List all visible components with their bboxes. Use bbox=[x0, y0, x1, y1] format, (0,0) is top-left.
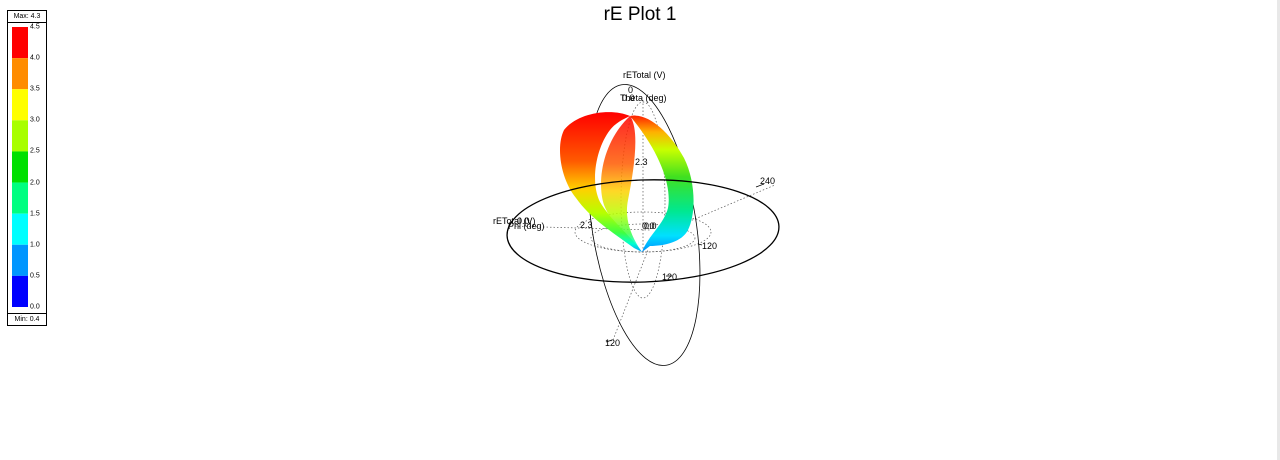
legend-min-label: Min: 0.4 bbox=[8, 313, 46, 325]
pattern-lobe-left bbox=[560, 112, 642, 252]
radial-tick-vertical: 2.3 bbox=[635, 157, 648, 167]
axis-ticks bbox=[605, 183, 765, 343]
legend-tick-label: 4.0 bbox=[30, 54, 40, 62]
center-label-2: 0.0 bbox=[644, 221, 657, 231]
legend-tick-label: 2.0 bbox=[30, 179, 40, 187]
center-label-1: 0.0 bbox=[642, 221, 655, 231]
legend-color-swatch bbox=[12, 120, 28, 152]
theta-overlap-label: 0.0 bbox=[622, 93, 635, 103]
legend-tick-label: 3.0 bbox=[30, 116, 40, 124]
legend-tick-label: 4.5 bbox=[30, 23, 40, 31]
legend-color-swatch bbox=[12, 27, 28, 59]
chart-title: rE Plot 1 bbox=[603, 4, 677, 25]
legend-tick-label: 1.0 bbox=[30, 241, 40, 249]
theta-axis-label: Theta (deg) bbox=[620, 93, 667, 103]
theta-circle bbox=[587, 84, 701, 366]
legend-color-swatch bbox=[12, 58, 28, 90]
legend-tick-label: 1.5 bbox=[30, 210, 40, 218]
legend-color-swatch bbox=[12, 182, 28, 214]
theta-tick-120-bottom: 120 bbox=[605, 338, 620, 348]
legend-tick-label: 0.5 bbox=[30, 272, 40, 280]
phi-tick-120-front: 120 bbox=[662, 272, 677, 282]
legend-ticks: 4.5 4.0 3.5 3.0 2.5 2.0 1.5 1.0 0.5 0.0 bbox=[30, 23, 46, 311]
phi-axis-label: Phi (deg) bbox=[508, 221, 545, 231]
phi-circle bbox=[506, 179, 780, 283]
legend-color-swatch bbox=[12, 89, 28, 121]
window-edge bbox=[1277, 0, 1280, 460]
dotted-grid bbox=[507, 100, 776, 341]
vertical-axis-label: rETotal (V) bbox=[623, 70, 666, 80]
legend-tick-label: 3.5 bbox=[30, 85, 40, 93]
pattern-lobe-right bbox=[630, 115, 694, 252]
radial-tick-horizontal: 2.3 bbox=[580, 220, 593, 230]
horizontal-overlap-label: 0.0 bbox=[517, 216, 530, 226]
legend-color-swatch bbox=[12, 213, 28, 245]
legend-tick-label: 0.0 bbox=[30, 303, 40, 311]
legend-max-label: Max: 4.3 bbox=[8, 11, 46, 23]
legend-color-swatch bbox=[12, 244, 28, 276]
vertical-zero-label: 0 bbox=[628, 85, 633, 95]
phi-tick-240: 240 bbox=[760, 176, 775, 186]
legend-tick-label: 2.5 bbox=[30, 147, 40, 155]
legend-color-bar bbox=[12, 27, 28, 307]
pattern-lobe-left-inner bbox=[601, 116, 642, 252]
phi-tick-120-right: 120 bbox=[702, 241, 717, 251]
legend-color-swatch bbox=[12, 151, 28, 183]
horizontal-axis-label: rETotal (V) bbox=[493, 216, 536, 226]
legend-color-swatch bbox=[12, 275, 28, 307]
